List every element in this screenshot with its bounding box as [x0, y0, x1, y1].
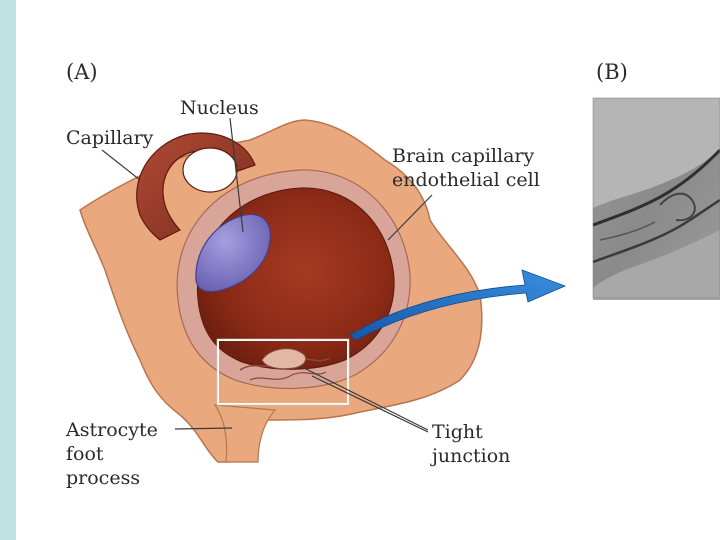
electron-micrograph: [592, 97, 720, 300]
leader-endothelial: [387, 194, 433, 241]
label-endothelial-line1: Brain capillary: [392, 145, 535, 167]
label-astrocyte-foot-process: Astrocyte foot process: [66, 418, 158, 490]
tight-junction-inset-box: [217, 339, 349, 405]
label-nucleus: Nucleus: [180, 96, 259, 120]
capillary-opening: [182, 147, 238, 193]
panel-label-a: (A): [66, 60, 98, 84]
label-tight-junction: Tight junction: [432, 420, 510, 468]
leader-lines: [101, 117, 433, 433]
tight-junction-cluster: [261, 348, 307, 370]
label-astrocyte-line1: Astrocyte: [66, 419, 158, 441]
astrocyte-trunk: [213, 404, 277, 463]
leader-capillary: [101, 149, 141, 181]
label-endothelial-cell: Brain capillary endothelial cell: [392, 144, 540, 192]
leader-tight-junction-2: [311, 375, 429, 433]
label-tight-line2: junction: [432, 445, 511, 467]
label-astrocyte-line2: foot: [66, 443, 104, 465]
label-astrocyte-line3: process: [66, 467, 141, 489]
leader-tight-junction: [299, 365, 429, 431]
leader-nucleus: [229, 117, 244, 233]
tight-junction-inset-box-outline: [216, 338, 350, 406]
label-nucleus-text: Nucleus: [180, 97, 259, 119]
label-capillary: Capillary: [66, 126, 153, 150]
label-capillary-text: Capillary: [66, 127, 154, 149]
nucleus-shape: [195, 213, 271, 293]
label-endothelial-line2: endothelial cell: [392, 169, 540, 191]
panel-label-b: (B): [596, 60, 628, 84]
label-tight-line1: Tight: [432, 421, 483, 443]
slide-side-bar: [0, 0, 16, 540]
pointer-arrow: [349, 269, 567, 341]
leader-astrocyte: [174, 427, 233, 430]
